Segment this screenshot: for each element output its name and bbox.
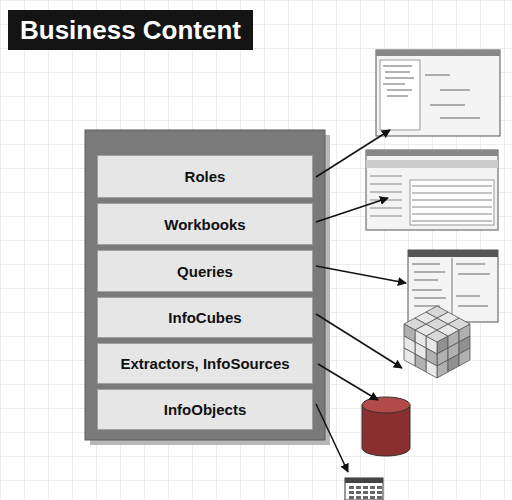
roles-screenshot	[376, 50, 500, 136]
content-layer-box: InfoCubes	[97, 297, 313, 338]
frame-shadow	[90, 135, 330, 445]
layer-label: InfoObjects	[156, 401, 255, 418]
leader-arrow	[316, 266, 406, 283]
layer-label: InfoCubes	[160, 309, 249, 326]
layer-label: Workbooks	[156, 216, 253, 233]
layer-label: Queries	[169, 263, 241, 280]
layer-label: Roles	[177, 168, 234, 185]
content-layer-box: InfoObjects	[97, 389, 313, 430]
content-layer-box: Roles	[97, 155, 313, 198]
leader-arrow	[316, 130, 390, 177]
query-screenshot	[408, 250, 498, 322]
leader-arrows	[316, 130, 406, 472]
illustrations	[345, 50, 500, 500]
content-layer-box: Queries	[97, 250, 313, 292]
infocube-icon	[404, 306, 470, 378]
title-banner: Business Content	[8, 10, 253, 50]
layer-label: Extractors, InfoSources	[112, 355, 297, 372]
content-frame	[85, 130, 325, 440]
leader-arrow	[318, 364, 378, 400]
workbook-screenshot	[366, 150, 498, 230]
leader-arrow	[316, 404, 348, 472]
leader-arrow	[316, 314, 402, 368]
content-layer-box: Extractors, InfoSources	[97, 343, 313, 384]
leader-arrow	[316, 198, 388, 222]
database-cylinder	[362, 397, 410, 456]
content-layer-box: Workbooks	[97, 203, 313, 245]
infoobject-icon	[345, 478, 383, 500]
